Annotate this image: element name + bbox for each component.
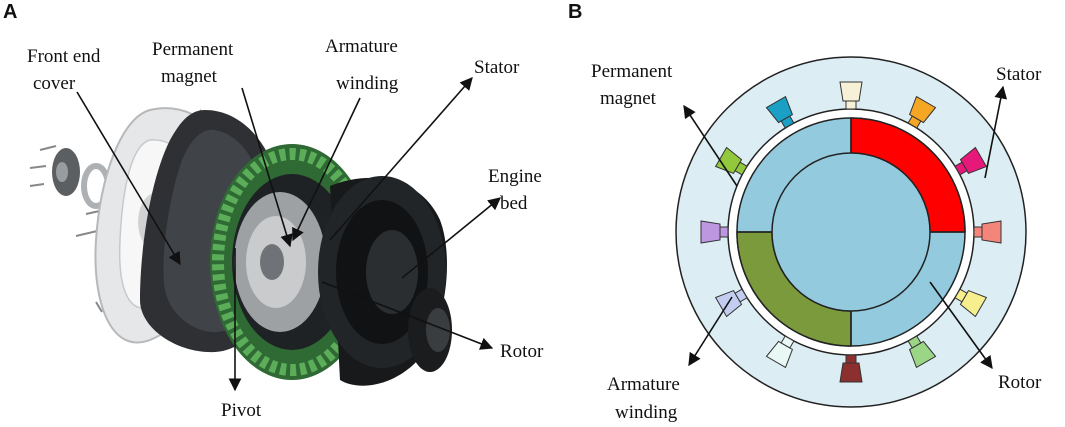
arrow-b-permanent-magnet [683,104,738,187]
arrow-b-stator [984,85,1008,179]
armature-winding-coils [700,81,1002,383]
label-permanent-magnet-line1: Permanent [152,39,234,60]
label-b-armature-winding-line2: winding [615,402,678,423]
rotor-sector-dividers [737,118,965,346]
arrow-permanent-magnet [241,87,293,248]
winding-coil [700,220,729,244]
label-rotor: Rotor [500,341,544,362]
label-engine-bed-line2: bed [500,193,528,214]
arrow-front-end-cover [76,91,181,266]
arrow-armature-winding [292,97,361,242]
winding-coil [765,335,795,369]
label-armature-winding-line2: winding [336,73,399,94]
label-armature-winding-line1: Armature [325,36,398,57]
winding-coil [839,81,863,110]
rotor-core [771,152,931,312]
label-b-rotor: Rotor [998,372,1042,393]
arrow-b-rotor [929,281,993,370]
label-front-end-cover-line1: Front end [27,46,101,67]
winding-coil [765,95,795,129]
winding-coil [839,354,863,383]
label-pivot: Pivot [221,400,262,421]
label-front-end-cover-line2: cover [33,73,76,94]
winding-coil [954,146,988,176]
winding-coil [714,146,748,176]
arrow-engine-bed [401,197,501,279]
label-engine-bed-line1: Engine [488,166,542,187]
panel-b-letter: B [568,1,582,23]
label-stator: Stator [474,57,520,78]
winding-coil [907,95,937,129]
engine-bed-shape [318,176,452,386]
winding-coil [973,220,1002,244]
arrow-b-armature-winding [688,296,733,367]
label-b-permanent-magnet-line1: Permanent [591,61,673,82]
arrow-rotor [321,281,494,350]
panel-a: A [3,1,544,421]
panel-b: B Permanent magnet Stator Armature windi… [568,1,1042,423]
winding-coil [954,288,988,318]
exploded-motor-illustration [29,107,452,386]
winding-coil [907,335,937,369]
label-b-permanent-magnet-line2: magnet [600,88,657,109]
label-b-armature-winding-line1: Armature [607,374,680,395]
arrow-stator [329,77,473,241]
panel-a-letter: A [3,1,17,23]
label-permanent-magnet-line2: magnet [161,66,218,87]
label-b-stator: Stator [996,64,1042,85]
